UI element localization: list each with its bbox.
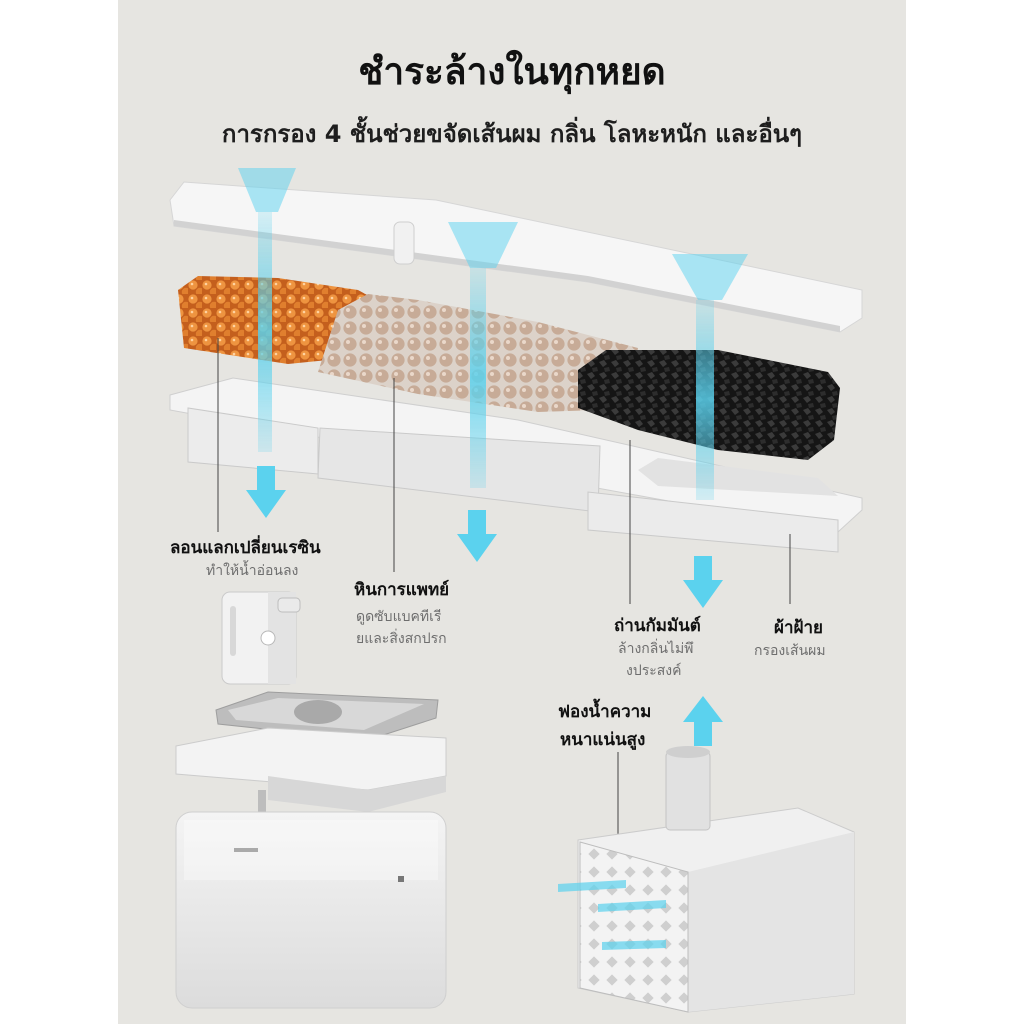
cotton-label: ผ้าฝ้าย <box>774 618 823 638</box>
product-info-panel: ชำระล้างในทุกหยด การกรอง 4 ชั้นช่วยขจัดเ… <box>118 0 906 1024</box>
filter-tray <box>169 377 863 553</box>
page-subtitle: การกรอง 4 ชั้นช่วยขจัดเส้นผม กลิ่น โลหะห… <box>221 120 803 148</box>
carbon-label: ถ่านกัมมันต์ <box>614 616 701 636</box>
arrow-down-icon <box>246 466 286 518</box>
page-title: ชำระล้างในทุกหยด <box>358 50 666 93</box>
water-flow <box>238 168 748 500</box>
resin-label: ลอนแลกเปลี่ยนเรซิน <box>170 538 321 558</box>
resin-desc: ทำให้น้ำอ่อนลง <box>206 563 299 579</box>
medical-stone-desc-2: ยและสิ่งสกปรก <box>356 631 447 647</box>
carbon-desc-2: งประสงค์ <box>626 663 682 679</box>
foam-label-line-1: ฟองน้ำความ <box>558 702 652 722</box>
medical-stone-label: หินการแพทย์ <box>354 580 450 600</box>
cotton-desc: กรองเส้นผม <box>754 643 826 659</box>
carbon-desc-1: ล้างกลิ่นไม่พึ <box>618 641 694 657</box>
arrow-down-icon <box>457 510 497 562</box>
submersible-pump <box>558 746 855 1013</box>
arrow-up-icon <box>683 696 723 746</box>
foam-label-line-2: หนาแน่นสูง <box>560 730 646 750</box>
arrow-down-icon <box>683 556 723 608</box>
leader-lines <box>217 338 791 840</box>
stainless-tray <box>215 691 439 741</box>
water-tank <box>175 811 447 1009</box>
filter-illustration <box>169 168 863 1013</box>
medical-stone-desc-1: ดูดซับแบคทีเรี <box>356 609 442 625</box>
pump-motor-module <box>221 591 301 685</box>
